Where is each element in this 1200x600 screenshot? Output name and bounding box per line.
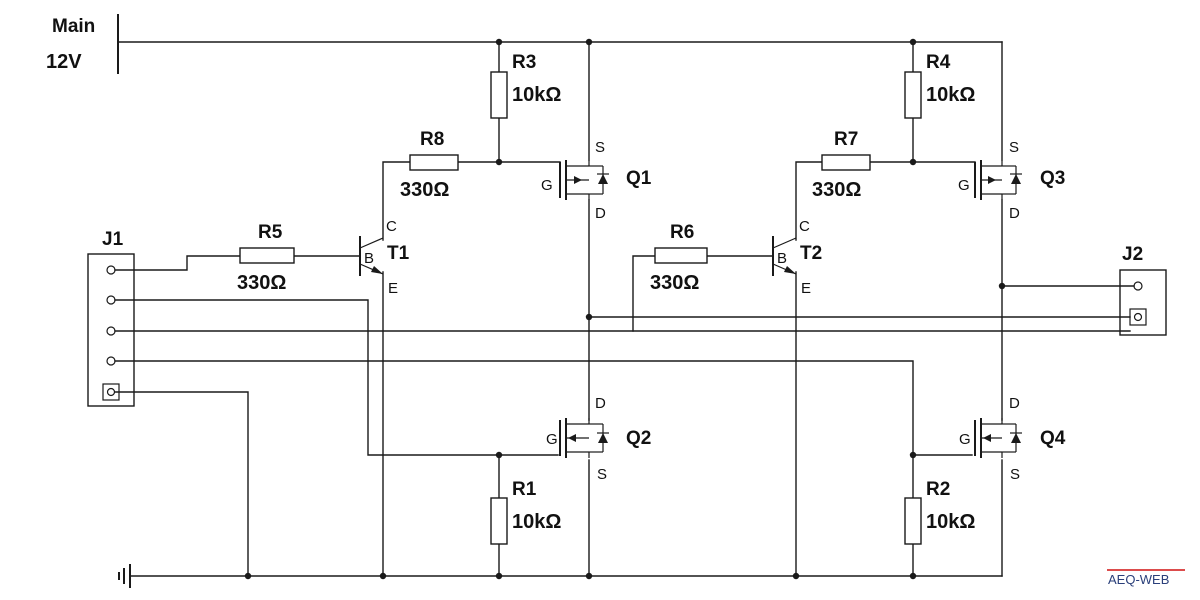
mosfet-q3 bbox=[974, 160, 1022, 200]
connector-j1 bbox=[87, 253, 135, 407]
mosfet-q1 bbox=[559, 160, 609, 200]
t2-ref-label: T2 bbox=[800, 243, 822, 264]
r4-value-label: 10kΩ bbox=[926, 84, 975, 106]
r5-ref-label: R5 bbox=[258, 222, 283, 243]
q2-top-label: D bbox=[595, 395, 606, 412]
q3-g-label: G bbox=[958, 177, 970, 194]
mosfet-q4 bbox=[974, 418, 1022, 458]
r1-value-label: 10kΩ bbox=[512, 511, 561, 533]
mosfet-q2 bbox=[559, 418, 609, 458]
q3-ref-label: Q3 bbox=[1040, 168, 1065, 189]
r3-value-label: 10kΩ bbox=[512, 84, 561, 106]
q2-bottom-label: S bbox=[597, 466, 607, 483]
r5-value-label: 330Ω bbox=[237, 272, 286, 294]
j2-ref-label: J2 bbox=[1122, 244, 1143, 265]
ground-symbol bbox=[118, 564, 131, 588]
t2-b-label: B bbox=[777, 250, 787, 267]
j1-ref-label: J1 bbox=[102, 229, 124, 250]
r8-value-label: 330Ω bbox=[400, 179, 449, 201]
resistor-r3 bbox=[490, 71, 508, 119]
transistor-t2 bbox=[772, 236, 797, 276]
junction-dots bbox=[244, 38, 1006, 580]
q3-top-label: S bbox=[1009, 139, 1019, 156]
q4-bottom-label: S bbox=[1010, 466, 1020, 483]
q2-g-label: G bbox=[546, 431, 558, 448]
r6-value-label: 330Ω bbox=[650, 272, 699, 294]
resistor-r5 bbox=[239, 247, 295, 264]
transistor-t1 bbox=[359, 236, 384, 276]
supply-voltage-label: 12V bbox=[46, 51, 82, 73]
t1-ref-label: T1 bbox=[387, 243, 410, 264]
r7-ref-label: R7 bbox=[834, 129, 858, 150]
q1-top-label: S bbox=[595, 139, 605, 156]
resistor-r8 bbox=[409, 154, 459, 171]
r2-ref-label: R2 bbox=[926, 479, 950, 500]
resistor-r1 bbox=[490, 497, 508, 545]
q2-ref-label: Q2 bbox=[626, 428, 651, 449]
resistor-r2 bbox=[904, 497, 922, 545]
t2-e-label: E bbox=[801, 280, 811, 297]
connector-j2 bbox=[1119, 269, 1167, 336]
supply-rail-12v bbox=[117, 14, 1003, 74]
t1-c-label: C bbox=[386, 218, 397, 235]
r4-ref-label: R4 bbox=[926, 52, 951, 73]
r2-value-label: 10kΩ bbox=[926, 511, 975, 533]
q4-g-label: G bbox=[959, 431, 971, 448]
supply-name-label: Main bbox=[52, 16, 95, 37]
r1-ref-label: R1 bbox=[512, 479, 537, 500]
resistor-r6 bbox=[654, 247, 708, 264]
wires bbox=[114, 41, 1135, 577]
q3-bottom-label: D bbox=[1009, 205, 1020, 222]
t1-e-label: E bbox=[388, 280, 398, 297]
r3-ref-label: R3 bbox=[512, 52, 536, 73]
q1-ref-label: Q1 bbox=[626, 168, 652, 189]
q1-bottom-label: D bbox=[595, 205, 606, 222]
q4-ref-label: Q4 bbox=[1040, 428, 1066, 449]
r8-ref-label: R8 bbox=[420, 129, 444, 150]
resistor-r7 bbox=[821, 154, 871, 171]
t1-b-label: B bbox=[364, 250, 374, 267]
r7-value-label: 330Ω bbox=[812, 179, 861, 201]
q4-top-label: D bbox=[1009, 395, 1020, 412]
resistor-r4 bbox=[904, 71, 922, 119]
watermark-text: AEQ-WEB bbox=[1108, 572, 1169, 587]
r6-ref-label: R6 bbox=[670, 222, 694, 243]
q1-g-label: G bbox=[541, 177, 553, 194]
t2-c-label: C bbox=[799, 218, 810, 235]
